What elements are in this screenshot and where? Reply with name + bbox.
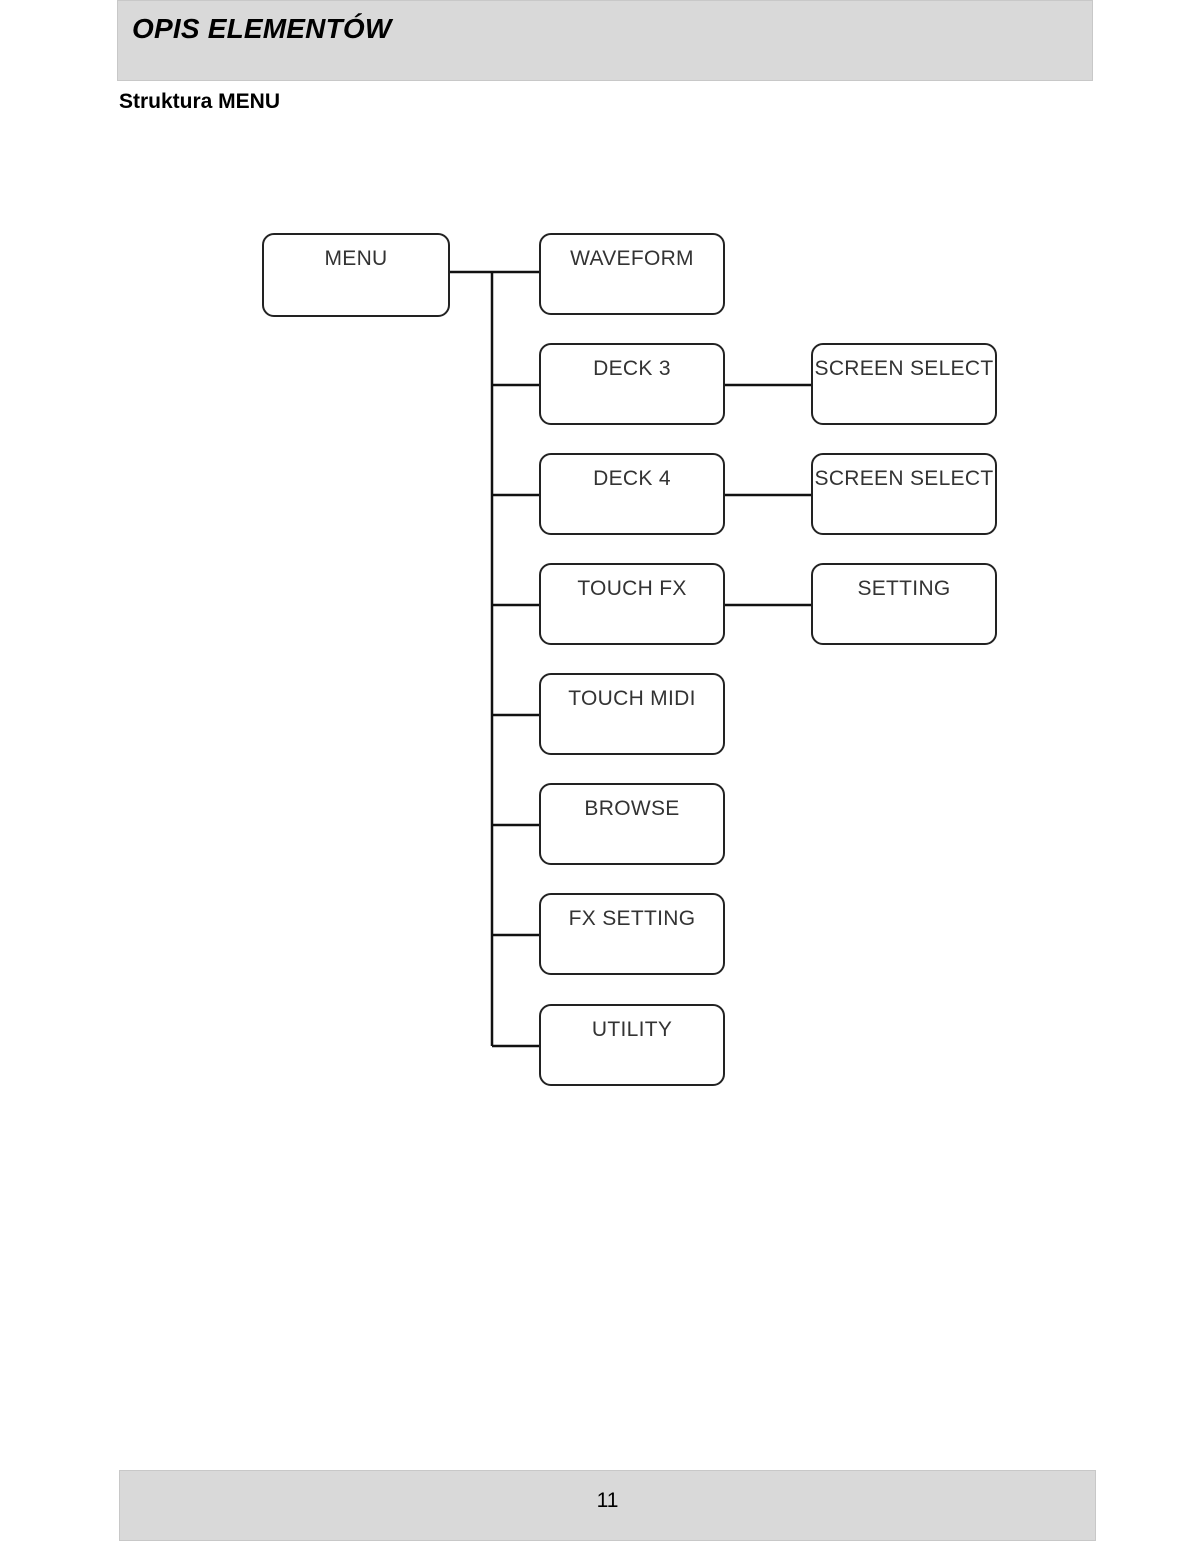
node-utility: UTILITY: [539, 1004, 725, 1086]
node-waveform: WAVEFORM: [539, 233, 725, 315]
node-deck-3: DECK 3: [539, 343, 725, 425]
node-label: TOUCH MIDI: [568, 687, 696, 710]
node-touch-midi: TOUCH MIDI: [539, 673, 725, 755]
node-deck-3-screen-select: SCREEN SELECT: [811, 343, 997, 425]
node-label: MENU: [324, 247, 388, 270]
section-title: Struktura MENU: [119, 90, 281, 113]
node-label: SETTING: [857, 577, 951, 600]
node-label: BROWSE: [584, 797, 680, 820]
node-label: SCREEN SELECT: [814, 357, 994, 380]
node-label: UTILITY: [591, 1018, 673, 1041]
page-title: OPIS ELEMENTÓW: [132, 13, 392, 44]
node-touch-fx: TOUCH FX: [539, 563, 725, 645]
node-menu: MENU: [262, 233, 450, 317]
node-browse: BROWSE: [539, 783, 725, 865]
node-label: TOUCH FX: [577, 577, 687, 600]
node-deck-4-screen-select: SCREEN SELECT: [811, 453, 997, 535]
header-band: OPIS ELEMENTÓW: [117, 0, 1093, 81]
node-label: WAVEFORM: [570, 247, 694, 270]
node-label: DECK 4: [593, 467, 671, 490]
page-number: 11: [596, 1489, 619, 1512]
node-deck-4: DECK 4: [539, 453, 725, 535]
node-label: SCREEN SELECT: [814, 467, 994, 490]
node-fx-setting: FX SETTING: [539, 893, 725, 975]
node-label: FX SETTING: [568, 907, 696, 930]
node-touch-fx-setting: SETTING: [811, 563, 997, 645]
footer-band: 11: [119, 1470, 1096, 1541]
node-label: DECK 3: [593, 357, 671, 380]
